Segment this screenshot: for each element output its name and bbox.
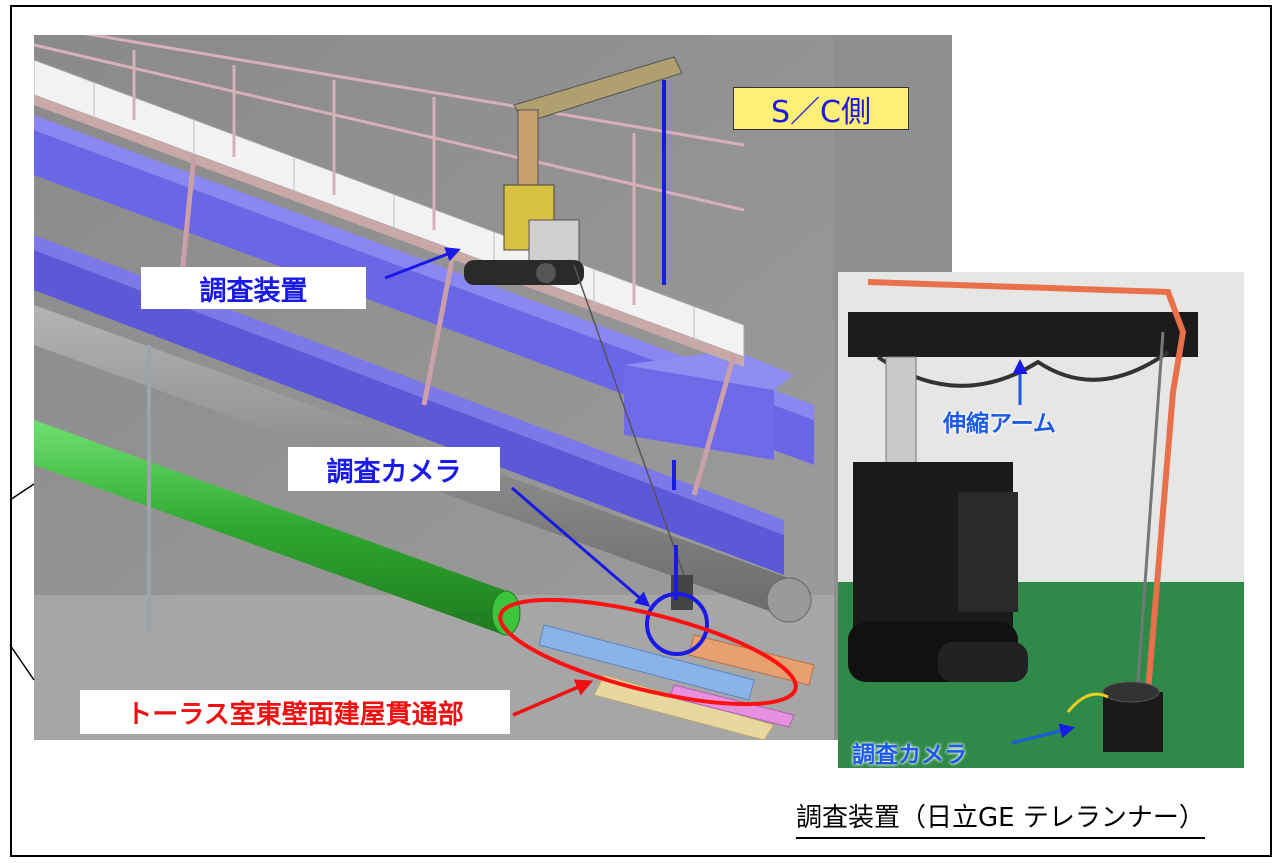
photo-cable-rod xyxy=(1136,331,1165,683)
photo-yellow-wire xyxy=(1066,692,1109,713)
cad-scene xyxy=(34,35,952,740)
vertical-conduit xyxy=(147,345,151,635)
green-pipe xyxy=(34,420,504,635)
tether-line xyxy=(573,264,685,576)
photo-arm xyxy=(848,312,1198,357)
sc-side-label: S／C側 xyxy=(733,87,909,130)
drop-path-marker xyxy=(662,80,678,600)
photo-orange-cable xyxy=(867,279,1187,693)
green-pipe-end xyxy=(491,590,521,636)
photo-tracks-side xyxy=(938,642,1028,682)
photo-camera-ring xyxy=(1102,681,1160,703)
blue-box xyxy=(624,365,774,460)
blue-box-top xyxy=(624,350,794,390)
survey-device-model xyxy=(464,184,584,285)
device-photo xyxy=(838,272,1244,768)
photo-body-side xyxy=(958,492,1018,612)
telescopic-arm-label: 伸縮アーム xyxy=(943,411,1056,437)
photo-camera-label: 調査カメラ xyxy=(852,742,967,768)
lower-blue-beam-top xyxy=(34,235,784,535)
photo-caption: 調査装置（日立GE テレランナー） xyxy=(796,797,1205,839)
photo-arm-cables xyxy=(876,350,1170,388)
upper-blue-beam xyxy=(34,130,814,465)
penetration-label: トーラス室東壁面建屋貫通部 xyxy=(80,690,510,734)
grey-pipe-end xyxy=(766,577,812,623)
walkway-edge xyxy=(34,95,744,367)
survey-camera-label: 調査カメラ xyxy=(288,447,500,491)
survey-device-label: 調査装置 xyxy=(141,267,366,309)
